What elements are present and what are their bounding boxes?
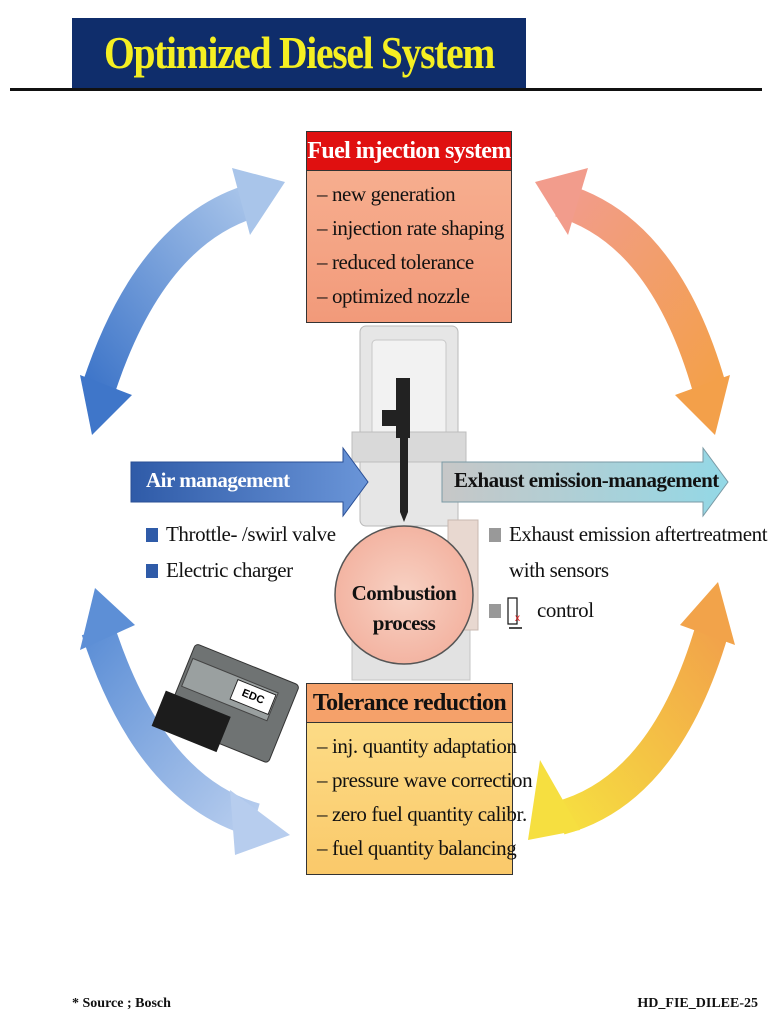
list-item: – fuel quantity balancing bbox=[317, 836, 517, 860]
combustion-circle bbox=[334, 525, 474, 665]
combustion-line-1: Combustion bbox=[351, 581, 457, 605]
list-item: – reduced tolerance bbox=[317, 250, 474, 274]
fuel-injection-heading: Fuel injection system bbox=[307, 132, 511, 171]
list-item: control bbox=[489, 588, 767, 632]
list-item-text: control bbox=[537, 598, 594, 622]
tolerance-list: – inj. quantity adaptation – pressure wa… bbox=[307, 723, 533, 871]
tolerance-reduction-box: Tolerance reduction – inj. quantity adap… bbox=[306, 683, 533, 875]
cycle-arrow-bottom-left bbox=[80, 588, 290, 855]
list-item: – injection rate shaping bbox=[317, 216, 504, 240]
bullet-square-icon bbox=[489, 604, 501, 618]
combustion-label: Combustion process bbox=[335, 578, 473, 638]
list-item: Exhaust emission aftertreatment bbox=[489, 516, 768, 552]
list-item: – optimized nozzle bbox=[317, 284, 470, 308]
list-item: – new generation bbox=[317, 182, 456, 206]
bullet-square-icon bbox=[146, 528, 158, 542]
cycle-arrow-top-left bbox=[80, 168, 285, 435]
exhaust-arrow bbox=[441, 446, 729, 518]
list-item: – inj. quantity adaptation bbox=[317, 734, 517, 758]
fuel-injection-box: Fuel injection system – new generation –… bbox=[306, 131, 512, 323]
fuel-injection-list: – new generation – injection rate shapin… bbox=[307, 171, 511, 319]
list-item-text: Throttle- /swirl valve bbox=[166, 522, 336, 546]
tolerance-heading: Tolerance reduction bbox=[307, 684, 512, 723]
list-item-text: with sensors bbox=[509, 558, 609, 582]
cycle-arrow-bottom-right bbox=[528, 582, 735, 840]
air-management-arrow bbox=[130, 446, 369, 518]
exhaust-management-label: Exhaust emission-management bbox=[454, 468, 719, 492]
air-management-label: Air management bbox=[146, 468, 290, 492]
list-item-text: Exhaust emission aftertreatment bbox=[509, 522, 768, 546]
list-item: – pressure wave correction bbox=[317, 768, 533, 792]
injector-icon bbox=[382, 378, 410, 522]
combustion-line-2: process bbox=[372, 611, 436, 635]
list-item: – zero fuel quantity calibr. bbox=[317, 802, 527, 826]
bullet-square-icon bbox=[489, 528, 501, 542]
bullet-square-icon bbox=[146, 564, 158, 578]
source-note: * Source ; Bosch bbox=[72, 996, 171, 1011]
exhaust-list: Exhaust emission aftertreatment with sen… bbox=[489, 516, 768, 632]
list-item: with sensors bbox=[489, 552, 767, 588]
list-item: Throttle- /swirl valve bbox=[146, 516, 336, 552]
air-management-list: Throttle- /swirl valve Electric charger bbox=[146, 516, 336, 588]
title-underline bbox=[10, 88, 762, 91]
slide-code: HD_FIE_DILEE-25 bbox=[637, 996, 758, 1011]
list-item-text: Electric charger bbox=[166, 558, 293, 582]
cycle-arrow-top-right bbox=[535, 168, 730, 435]
list-item: Electric charger bbox=[146, 552, 336, 588]
title-bar: Optimized Diesel System bbox=[72, 18, 526, 90]
page-title: Optimized Diesel System bbox=[103, 27, 495, 78]
sensor-icon: x bbox=[507, 597, 522, 629]
svg-text:x: x bbox=[515, 613, 520, 624]
